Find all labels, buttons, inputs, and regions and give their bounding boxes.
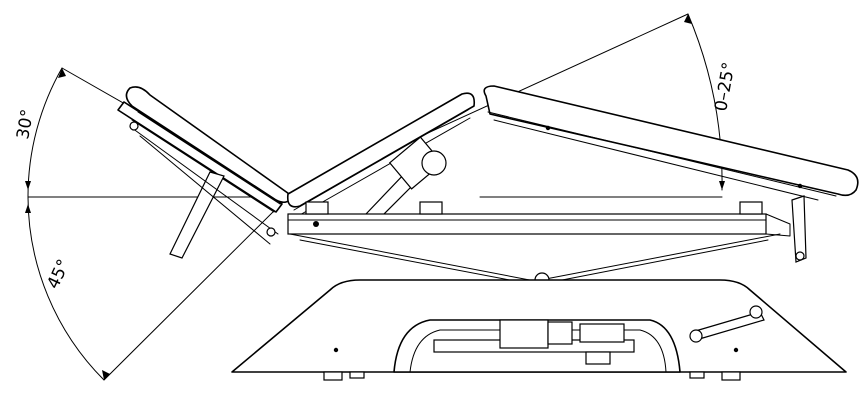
seat-section <box>286 92 476 223</box>
foot-pivot <box>795 251 805 261</box>
base-mechanism-block <box>585 351 611 365</box>
frame-bolt <box>313 221 319 227</box>
base-foot <box>349 371 365 379</box>
foot-board-line <box>493 119 819 201</box>
base-bolt <box>733 347 739 353</box>
arrowhead <box>25 181 31 190</box>
head-pivot <box>129 121 139 131</box>
scissor-lift <box>289 233 781 288</box>
foot-board-line <box>487 111 837 197</box>
frame-end-brace <box>765 213 791 237</box>
pivot-bolt <box>266 227 276 237</box>
frame-block <box>305 201 329 215</box>
back-angle-ray <box>103 196 289 381</box>
main-frame <box>287 201 791 237</box>
foot-support-bracket <box>791 195 807 263</box>
frame-block <box>739 201 763 215</box>
crank-knob <box>749 305 763 319</box>
motor-cap <box>421 150 447 176</box>
head-cushion <box>125 86 293 204</box>
base-mechanism-block <box>547 321 573 345</box>
head-link-arm <box>131 127 279 235</box>
back-angle-label: 45° <box>43 256 74 292</box>
frame-block <box>419 201 443 215</box>
crank-knob <box>689 329 703 343</box>
base <box>231 279 847 381</box>
head-board <box>117 101 283 213</box>
head-board-inner-line <box>131 119 275 213</box>
arrowhead <box>58 68 66 78</box>
arrowhead <box>684 14 692 24</box>
foot-angle-arc <box>687 13 723 191</box>
head-support-leg <box>169 171 225 259</box>
back-angle-arc <box>27 196 105 381</box>
scissor-arm-b <box>529 233 781 283</box>
base-mechanism-block <box>579 323 625 343</box>
head-board-inner-line <box>137 111 281 205</box>
seat-board-line <box>297 117 471 217</box>
arrowhead <box>102 370 110 380</box>
head-angle-label: 30° <box>13 108 38 141</box>
arrowhead <box>719 181 725 190</box>
head-link-arm <box>139 135 271 245</box>
seat-cushion <box>286 92 476 208</box>
scissor-arm-a <box>289 233 541 283</box>
scissor-arm-a <box>299 239 521 283</box>
base-mechanism-block <box>499 319 549 349</box>
scissor-arm-b <box>551 239 769 283</box>
arrowhead <box>25 204 31 213</box>
foot-bolt <box>545 125 551 131</box>
base-bolt <box>333 347 339 353</box>
foot-angle-label: 0–25° <box>711 61 739 113</box>
base-foot <box>323 371 343 381</box>
foot-section <box>483 85 859 263</box>
foot-cushion <box>483 85 859 197</box>
actuator-motor <box>388 136 444 190</box>
base-foot <box>721 371 741 381</box>
seat-board-line <box>293 109 469 211</box>
base-foot <box>689 371 705 379</box>
foot-bolt <box>797 183 803 189</box>
frame-rail <box>287 213 767 235</box>
head-section <box>117 86 293 259</box>
